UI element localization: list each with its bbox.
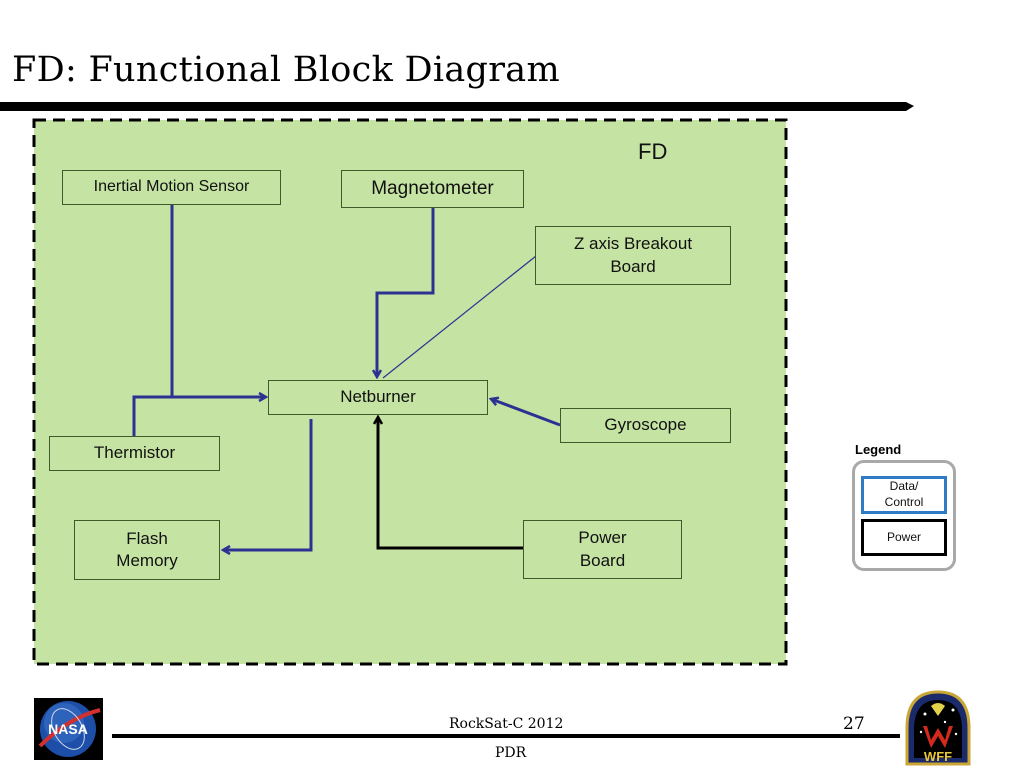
footer-rule [112,734,900,738]
connector-netburner-to-flash [223,419,313,550]
footer-review: PDR [495,745,527,761]
wff-logo: WFF [901,688,975,768]
node-gyroscope: Gyroscope [560,408,731,443]
fd-container-label: FD [638,139,668,164]
node-magnetometer: Magnetometer [341,170,524,208]
nasa-logo: NASA [34,698,103,760]
footer-event: RockSat-C 2012 [449,716,564,732]
connector-gyroscope-to-netburner [491,399,561,427]
connector-thermistor-to-netburner [132,395,172,436]
node-power-board: Power Board [523,520,682,579]
node-z-axis-breakout-board: Z axis Breakout Board [535,226,731,285]
node-netburner: Netburner [268,380,488,415]
legend-item-power: Power [861,519,947,556]
connector-magnetometer-to-netburner [377,208,435,377]
connector-power-to-netburner [378,417,523,550]
wff-logo-text: WFF [924,749,952,764]
page-number: 27 [843,714,865,734]
legend-item-power-label: Power [886,529,921,544]
title-underline [0,102,914,111]
legend-item-data-control-label: Data/ Control [884,479,924,509]
node-inertial-motion-sensor: Inertial Motion Sensor [62,170,281,205]
slide-title: FD: Functional Block Diagram [12,50,560,90]
legend-item-data-control: Data/ Control [861,476,947,514]
nasa-logo-text: NASA [48,721,88,737]
legend-title: Legend [855,442,902,457]
connector-zaxis-to-netburner [382,255,537,379]
node-flash-memory: Flash Memory [74,520,220,580]
node-thermistor: Thermistor [49,436,220,471]
